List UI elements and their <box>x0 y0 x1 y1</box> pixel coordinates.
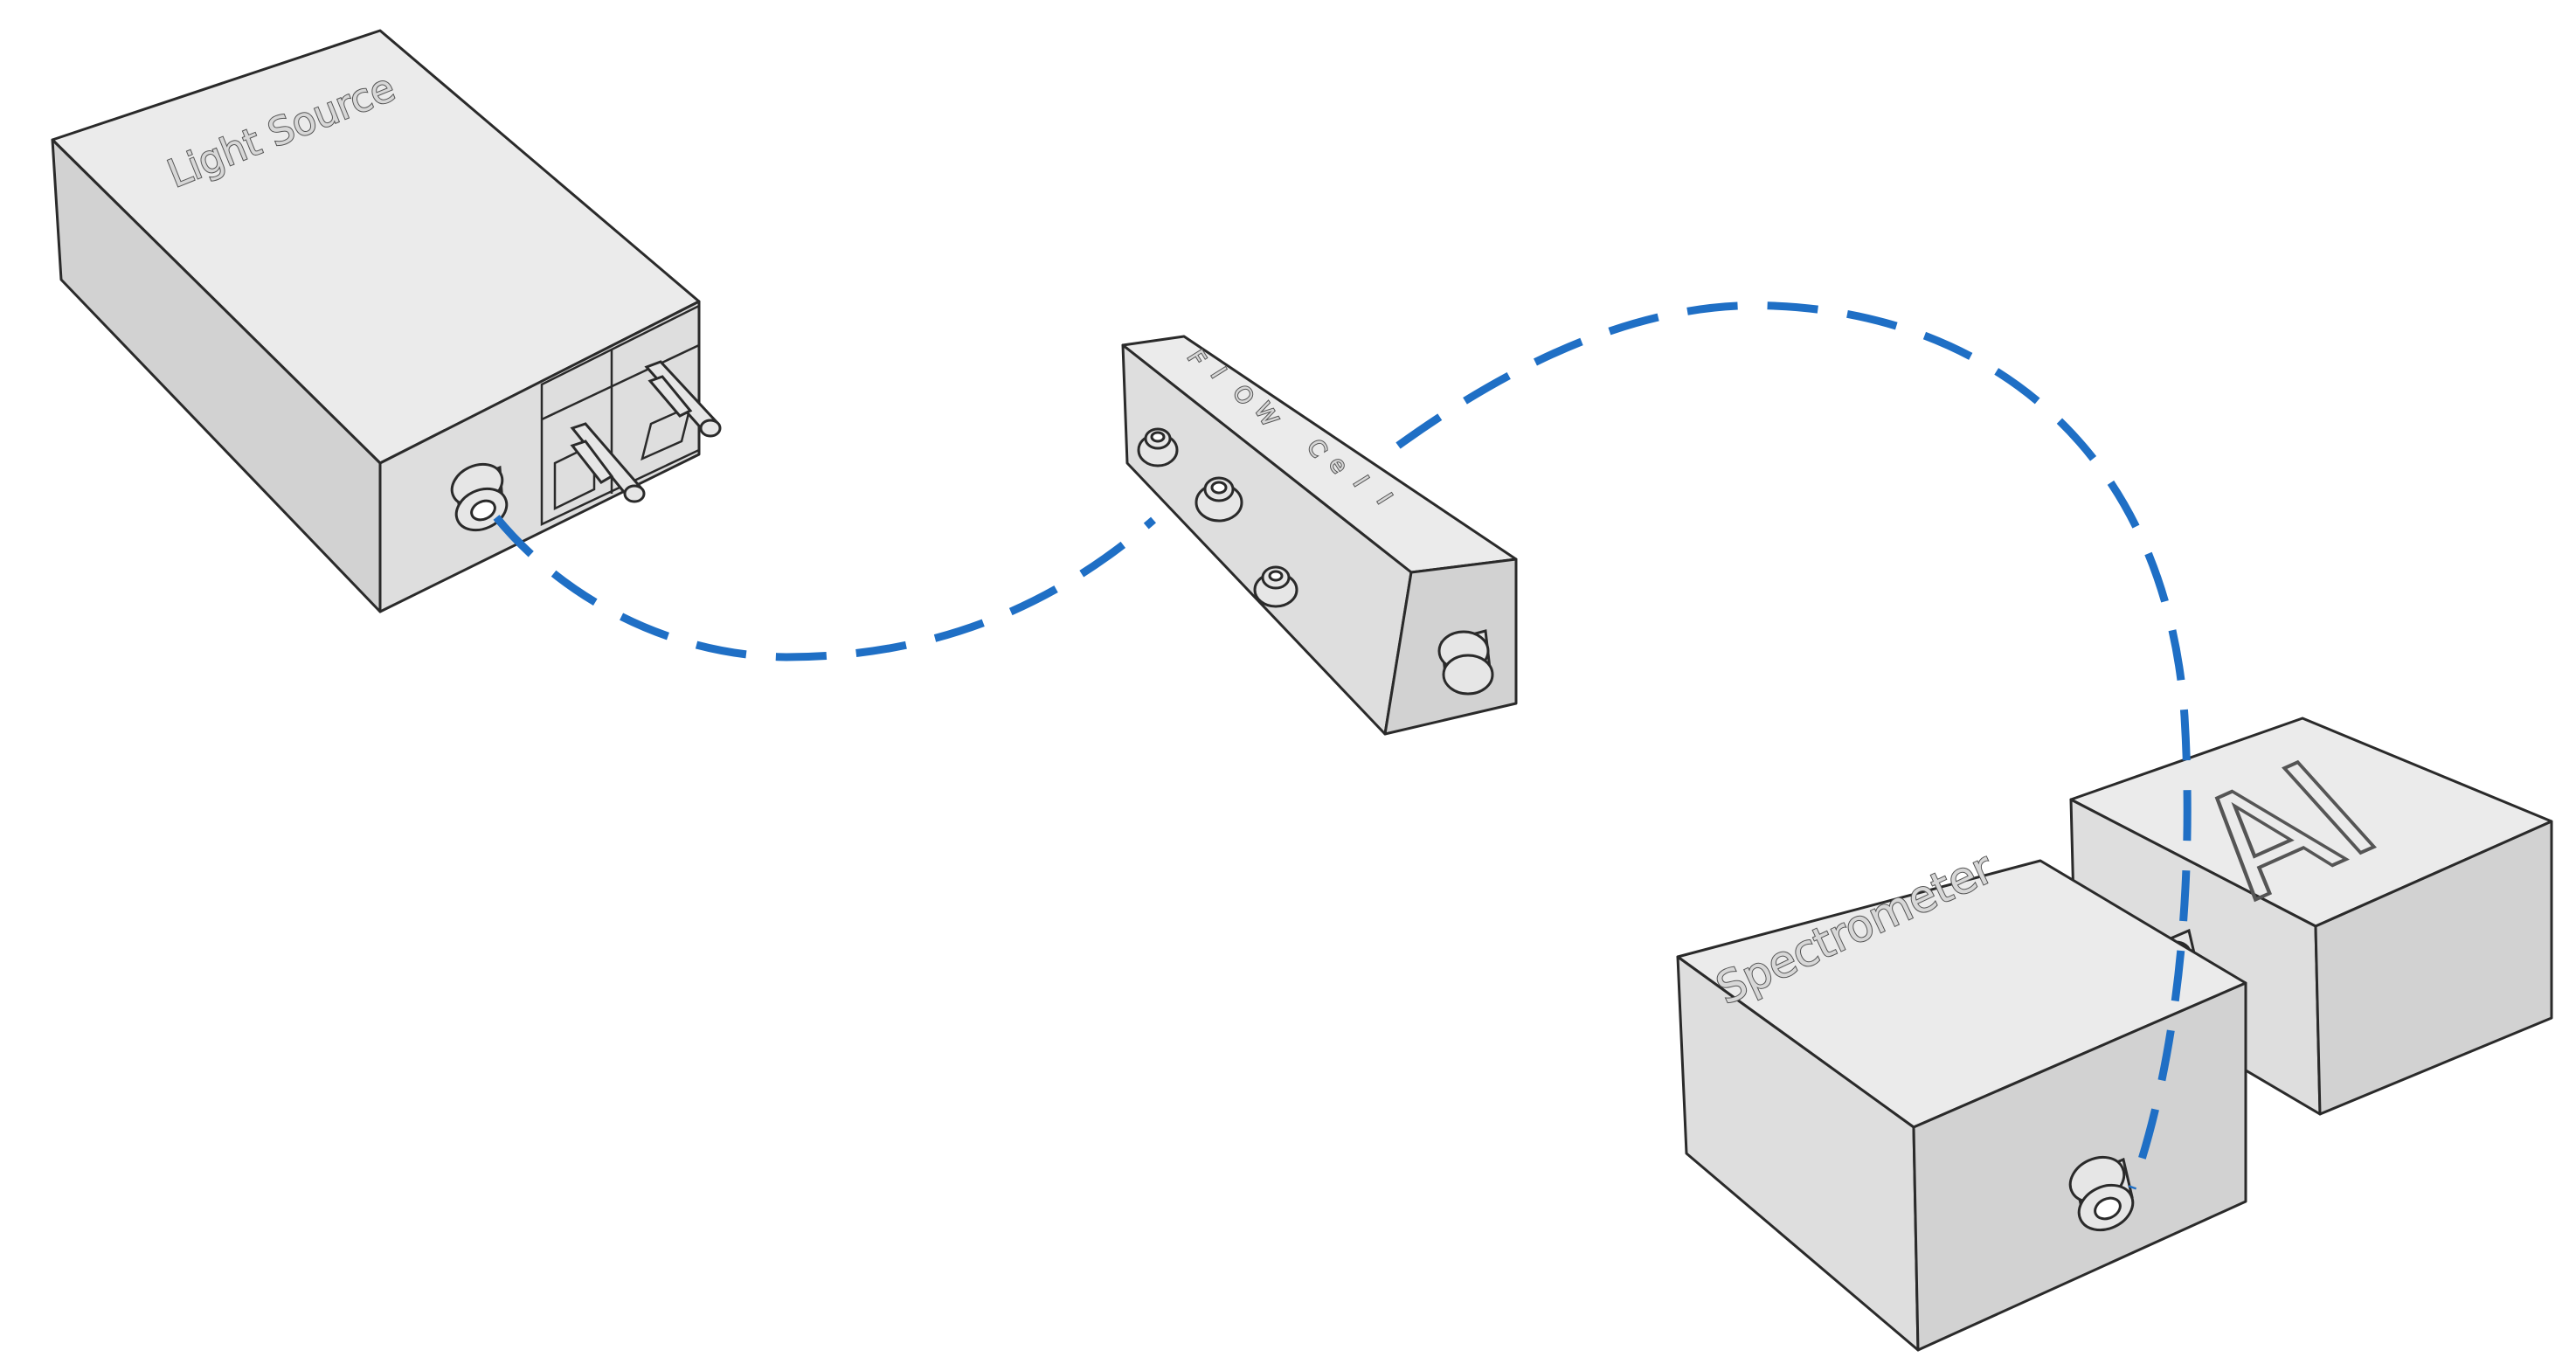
ai-module-device: AI <box>2069 717 2553 1116</box>
light-source-front-face <box>378 300 701 613</box>
sample-cell-connector-1-icon <box>1137 427 1179 467</box>
light-source-fiber-port-icon <box>450 462 509 532</box>
spectrometer-fiber-port-icon <box>2068 1155 2135 1232</box>
power-inlet-icon <box>540 303 722 526</box>
sample-cell-device: F I O W C e I I <box>1121 335 1518 736</box>
fiber-cable-source-to-cell <box>493 515 1156 661</box>
sample-cell-end-port-icon <box>1437 629 1494 696</box>
fiber-cable-cell-to-spectrometer <box>1395 301 2192 1190</box>
sample-cell-connector-2-icon <box>1195 476 1243 523</box>
ai-module-side-face <box>2314 820 2553 1116</box>
sample-cell-connector-3-icon <box>1253 565 1298 608</box>
light-source-device: Light Source <box>51 29 722 613</box>
